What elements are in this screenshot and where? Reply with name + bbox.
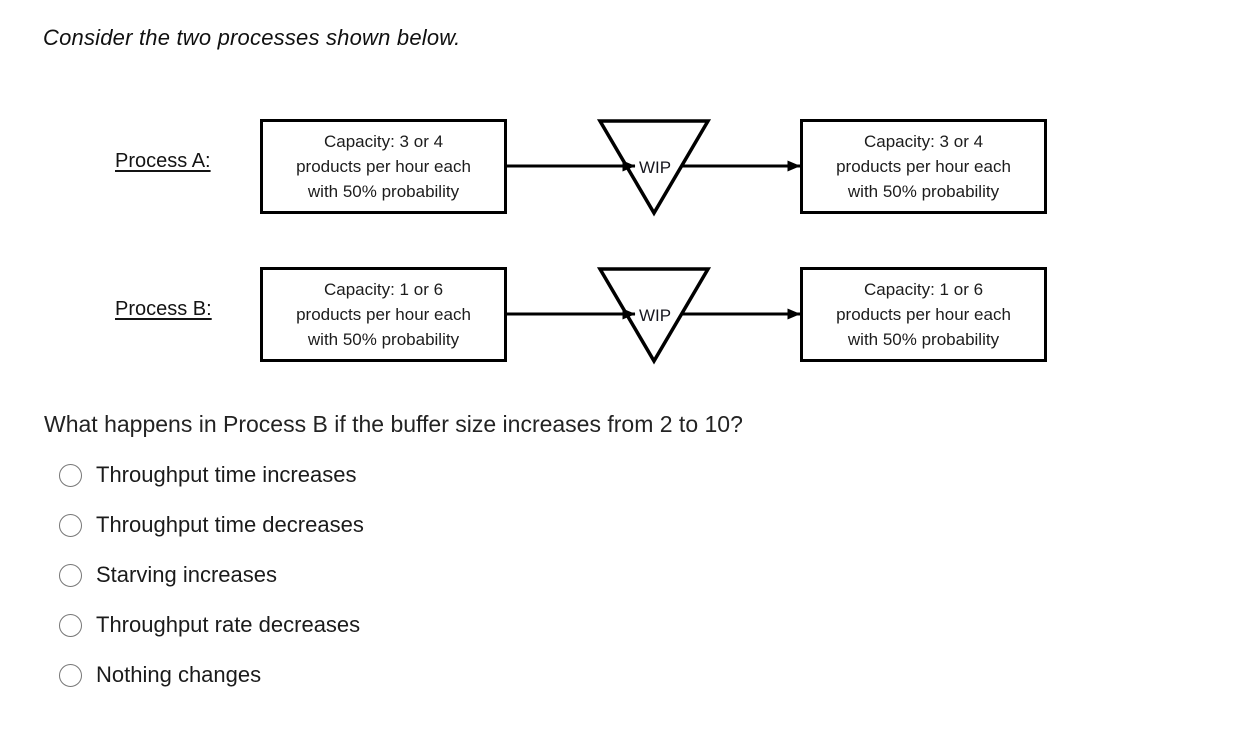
- capacity-line: Capacity: 3 or 4: [863, 132, 984, 151]
- answer-options: Throughput time increases Throughput tim…: [59, 450, 364, 700]
- capacity-line: Capacity: 3 or 4: [323, 132, 444, 151]
- answer-option-5[interactable]: Nothing changes: [59, 650, 364, 700]
- capacity-line: with 50% probability: [847, 330, 1000, 349]
- capacity-line: products per hour each: [836, 305, 1011, 324]
- answer-option-2[interactable]: Throughput time decreases: [59, 500, 364, 550]
- capacity-line: products per hour each: [296, 305, 471, 324]
- answer-option-label[interactable]: Throughput rate decreases: [96, 612, 361, 637]
- answer-option-4[interactable]: Throughput rate decreases: [59, 600, 364, 650]
- capacity-line: products per hour each: [836, 157, 1011, 176]
- radio-button[interactable]: [59, 613, 82, 637]
- radio-button[interactable]: [59, 563, 82, 587]
- question-text: What happens in Process B if the buffer …: [44, 411, 743, 437]
- wip-label: WIP: [639, 306, 671, 325]
- capacity-line: with 50% probability: [307, 182, 460, 201]
- question-intro-text: Consider the two processes shown below.: [43, 25, 461, 50]
- wip-label: WIP: [639, 158, 671, 177]
- process-a-label-text: Process A:: [115, 150, 211, 172]
- process-b-connector: WIP: [505, 267, 801, 365]
- process-b-label-text: Process B:: [115, 298, 212, 320]
- capacity-line: Capacity: 1 or 6: [863, 280, 984, 299]
- answer-option-1[interactable]: Throughput time increases: [59, 450, 364, 500]
- process-b-station-2-box: Capacity: 1 or 6 products per hour each …: [800, 267, 1047, 362]
- answer-option-label[interactable]: Throughput time decreases: [96, 512, 364, 537]
- radio-button[interactable]: [59, 463, 82, 487]
- answer-option-3[interactable]: Starving increases: [59, 550, 364, 600]
- radio-button[interactable]: [59, 663, 82, 687]
- answer-option-label[interactable]: Starving increases: [96, 562, 277, 587]
- radio-button[interactable]: [59, 513, 82, 537]
- process-a-connector: WIP: [505, 119, 801, 217]
- capacity-line: with 50% probability: [307, 330, 460, 349]
- process-a-station-2-box: Capacity: 3 or 4 products per hour each …: [800, 119, 1047, 214]
- process-a-label: Process A:: [115, 150, 211, 173]
- answer-option-label[interactable]: Nothing changes: [96, 662, 262, 687]
- capacity-line: products per hour each: [296, 157, 471, 176]
- answer-option-label[interactable]: Throughput time increases: [96, 462, 357, 487]
- capacity-line: with 50% probability: [847, 182, 1000, 201]
- process-b-label: Process B:: [115, 298, 212, 321]
- process-b-station-1-box: Capacity: 1 or 6 products per hour each …: [260, 267, 507, 362]
- capacity-line: Capacity: 1 or 6: [323, 280, 444, 299]
- process-a-station-1-box: Capacity: 3 or 4 products per hour each …: [260, 119, 507, 214]
